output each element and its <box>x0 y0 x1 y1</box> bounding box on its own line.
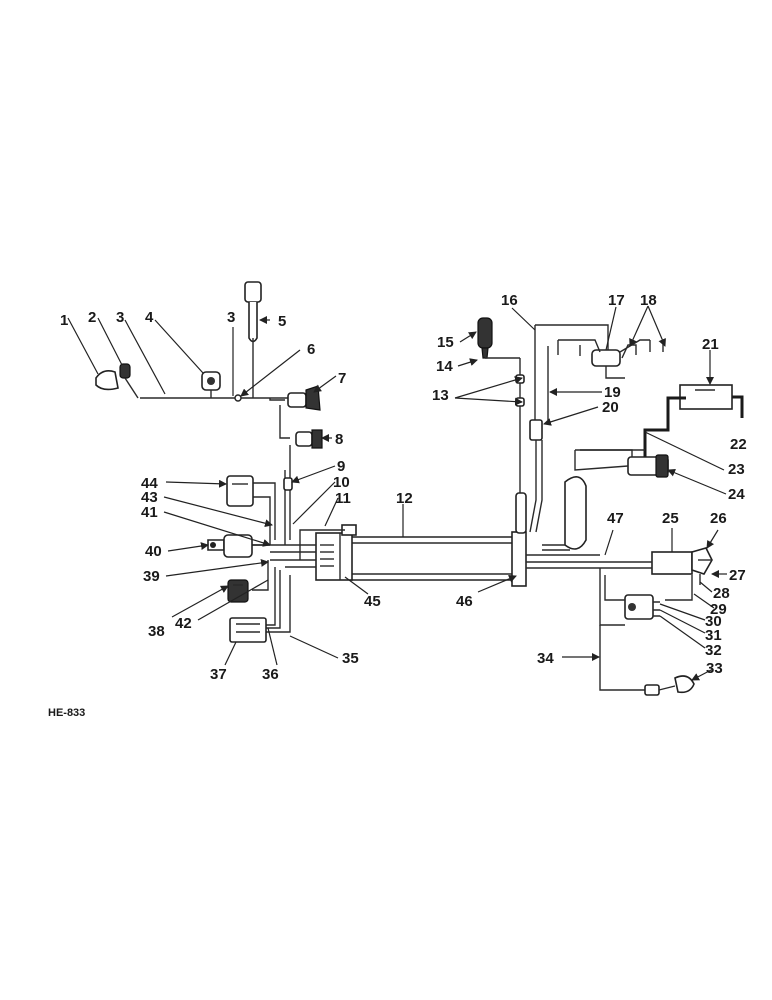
callout-21: 21 <box>702 336 719 353</box>
callout-46: 46 <box>456 593 473 610</box>
callout-37: 37 <box>210 666 227 683</box>
junction-block <box>315 524 357 581</box>
callout-44: 44 <box>141 475 158 492</box>
callout-9: 9 <box>337 458 345 475</box>
callout-34: 34 <box>537 650 554 667</box>
callout-35: 35 <box>342 650 359 667</box>
callout-29: 29 <box>710 601 727 618</box>
callout-10: 10 <box>333 474 350 491</box>
callout-16: 16 <box>501 292 518 309</box>
callout-11: 11 <box>335 490 351 507</box>
callout-3-left: 3 <box>116 309 124 326</box>
callout-5: 5 <box>278 313 286 330</box>
callout-28: 28 <box>713 585 730 602</box>
left-components <box>95 281 323 643</box>
callout-36: 36 <box>262 666 279 683</box>
callout-8: 8 <box>335 431 343 448</box>
callout-43: 43 <box>141 489 158 506</box>
callout-45: 45 <box>364 593 381 610</box>
callout-12: 12 <box>396 490 413 507</box>
callout-32: 32 <box>705 642 722 659</box>
callout-13: 13 <box>432 387 449 404</box>
callout-20: 20 <box>602 399 619 416</box>
callout-7: 7 <box>338 370 346 387</box>
callout-33: 33 <box>706 660 723 677</box>
callout-23: 23 <box>728 461 745 478</box>
callout-15: 15 <box>437 334 454 351</box>
callout-1: 1 <box>60 312 68 329</box>
callout-14: 14 <box>436 358 453 375</box>
callout-19: 19 <box>604 384 621 401</box>
main-harness <box>349 531 610 587</box>
leader-lines <box>67 305 727 681</box>
callout-40: 40 <box>145 543 162 560</box>
callout-42: 42 <box>175 615 192 632</box>
callout-17: 17 <box>608 292 625 309</box>
callout-39: 39 <box>143 568 160 585</box>
callout-30: 30 <box>705 613 722 630</box>
callout-47: 47 <box>607 510 624 527</box>
callout-2: 2 <box>88 309 96 326</box>
right-components <box>542 384 744 696</box>
callout-41: 41 <box>141 504 158 521</box>
callout-22: 22 <box>730 436 747 453</box>
callout-18: 18 <box>640 292 657 309</box>
callout-38: 38 <box>148 623 165 640</box>
callout-6: 6 <box>307 341 315 358</box>
callout-27: 27 <box>729 567 746 584</box>
callout-26: 26 <box>710 510 727 527</box>
callout-31: 31 <box>705 627 722 644</box>
callout-25: 25 <box>662 510 679 527</box>
callout-24: 24 <box>728 486 745 503</box>
callout-3-right: 3 <box>227 309 235 326</box>
callouts: 1 2 3 3 4 5 6 7 8 9 10 11 12 13 14 15 16… <box>60 292 747 683</box>
callout-4: 4 <box>145 309 154 326</box>
diagram-code: HE-833 <box>48 707 85 719</box>
